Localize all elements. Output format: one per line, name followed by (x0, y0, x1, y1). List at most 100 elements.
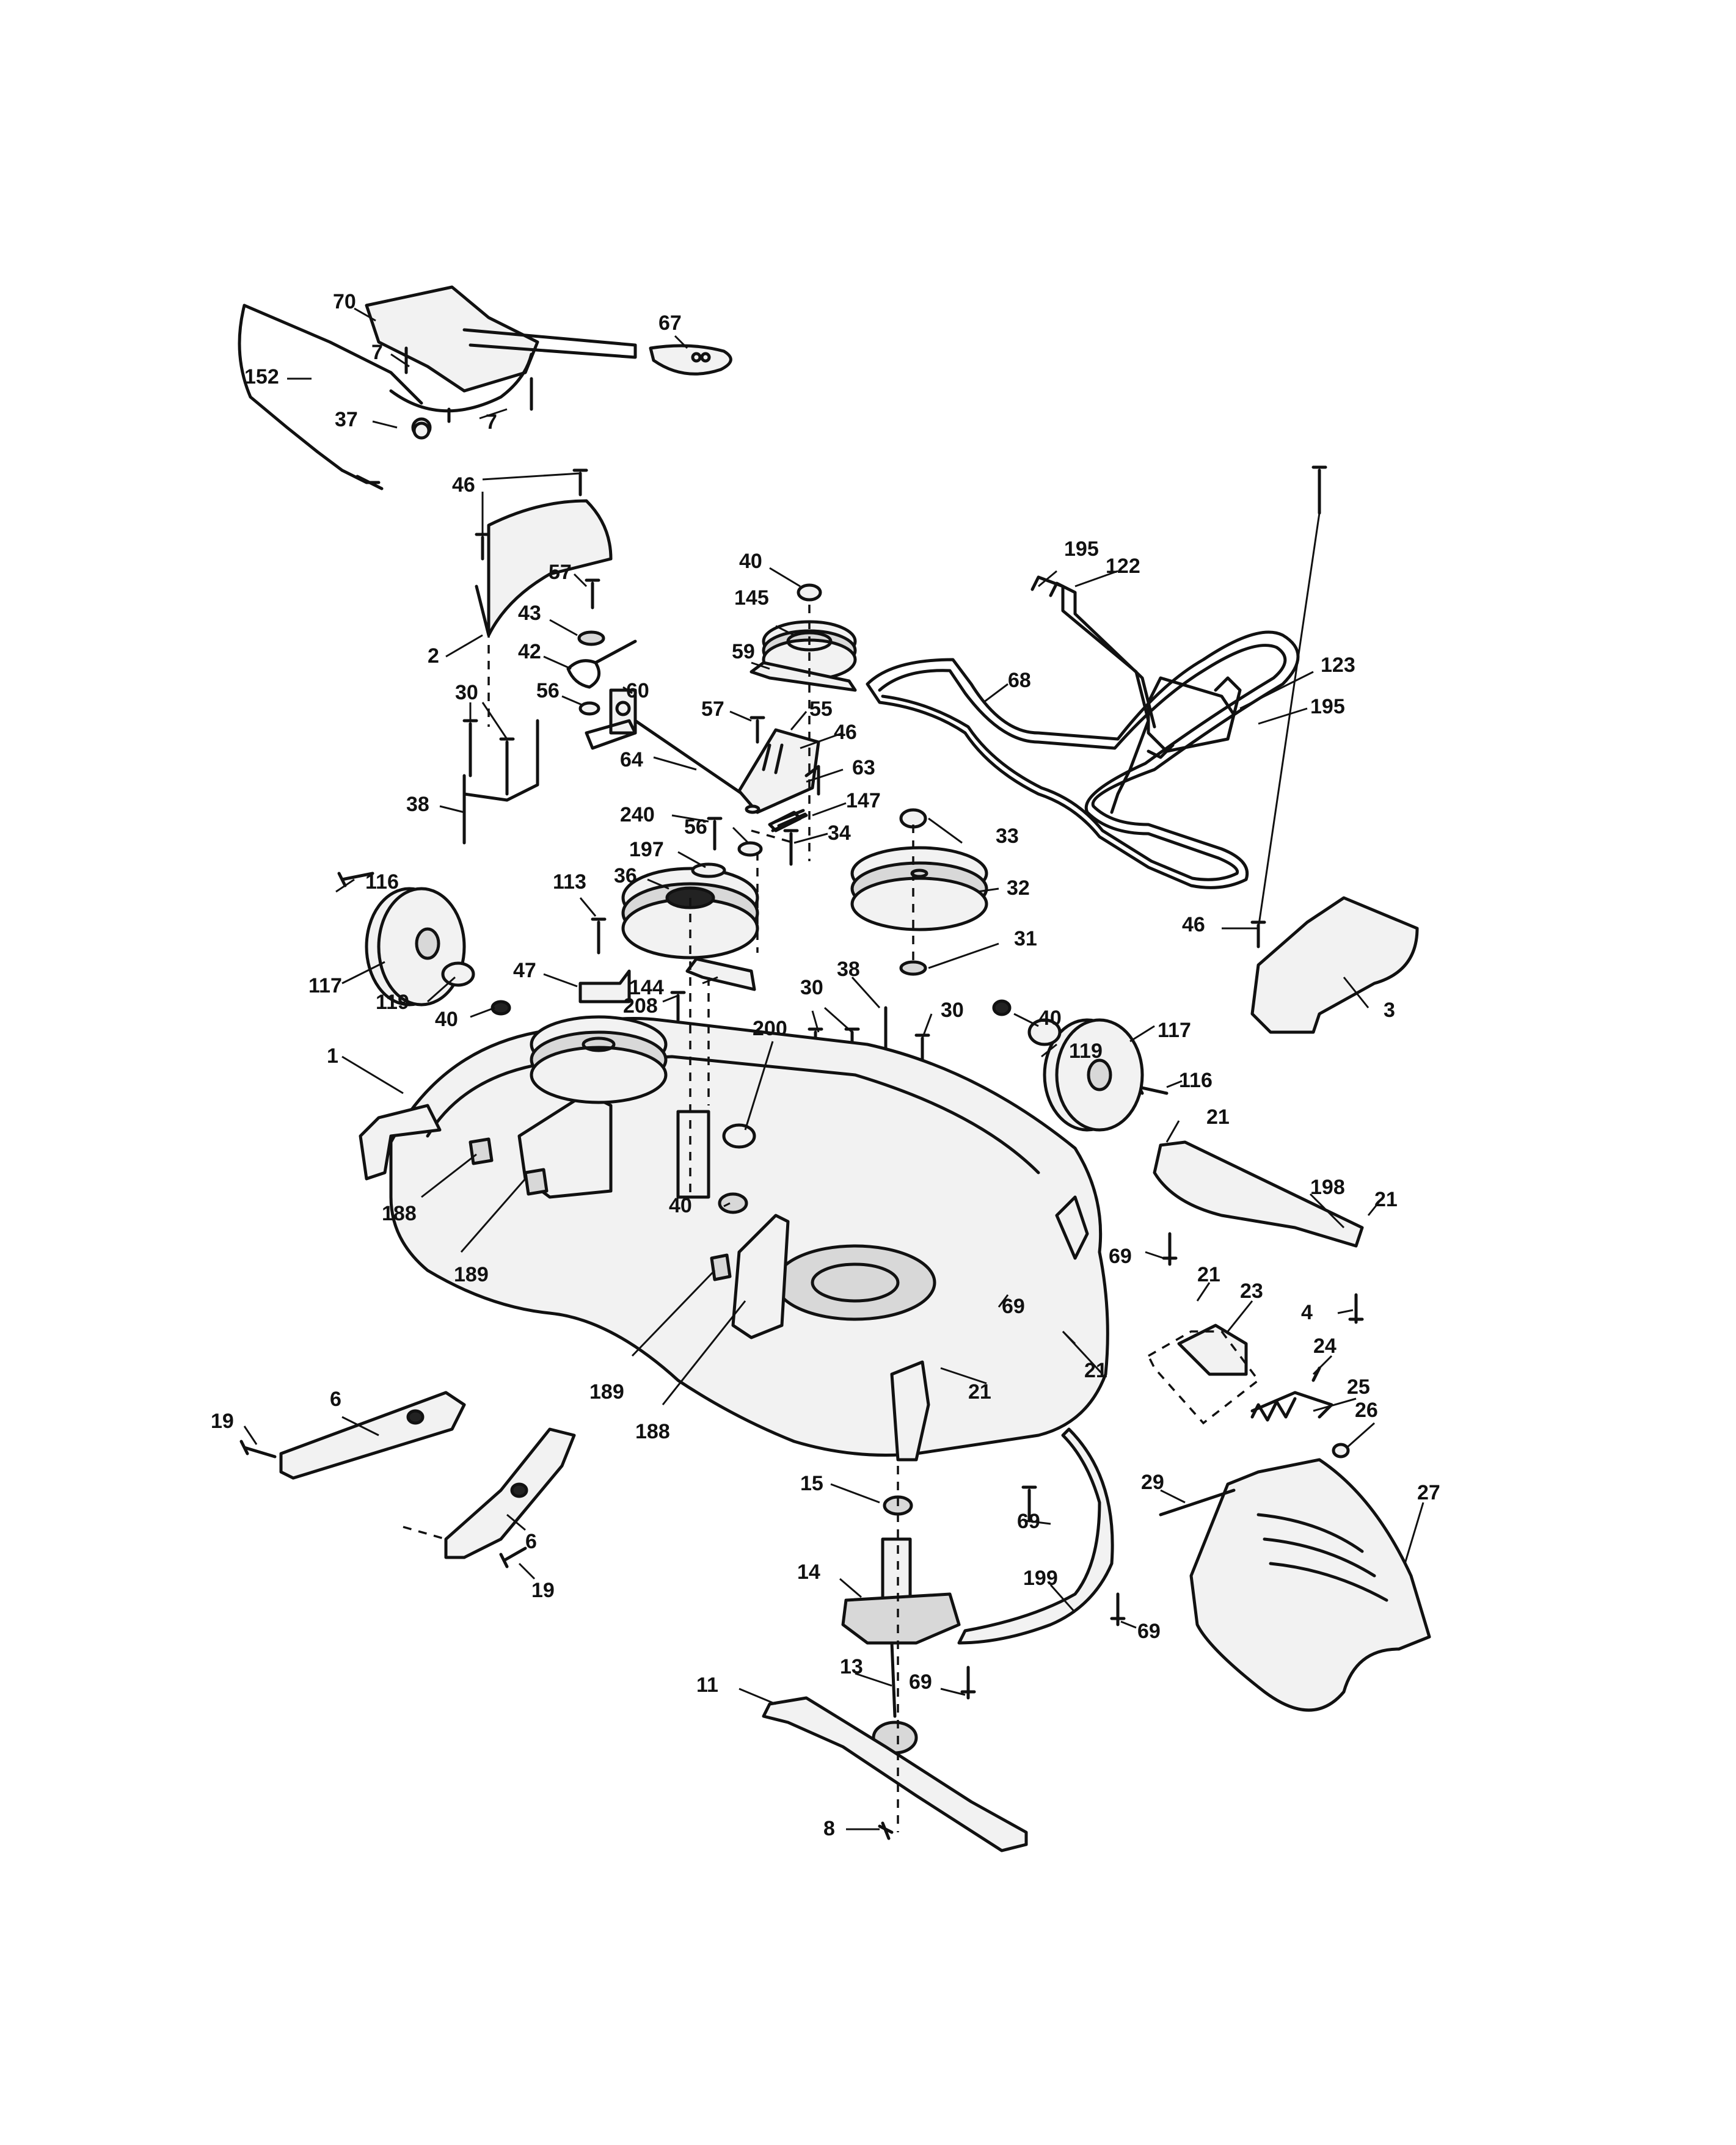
idler-arm-assembly (566, 630, 759, 814)
callout-37: 37 (335, 408, 358, 431)
callout-14: 14 (797, 1560, 820, 1584)
callout-36: 36 (614, 864, 637, 887)
parts-layer (238, 285, 1431, 1852)
callout-200: 200 (753, 1017, 787, 1040)
callout-21: 21 (968, 1380, 991, 1404)
callout-113: 113 (553, 870, 586, 894)
callout-43: 43 (518, 602, 541, 625)
blade-spindle (841, 1495, 961, 1755)
hanger-arm-right (444, 1427, 576, 1559)
callout-63: 63 (852, 756, 875, 779)
callout-188: 188 (635, 1420, 670, 1443)
mower-blade (762, 1696, 1028, 1852)
callout-69: 69 (1109, 1245, 1132, 1268)
callout-189: 189 (454, 1263, 489, 1286)
deck-pulley-left (530, 1015, 668, 1104)
discharge-chute (1189, 1458, 1431, 1712)
callout-13: 13 (840, 1655, 863, 1678)
callout-69: 69 (1002, 1295, 1025, 1318)
callout-21: 21 (1374, 1188, 1398, 1211)
callout-19: 19 (531, 1579, 555, 1602)
callout-47: 47 (513, 959, 536, 982)
callout-25: 25 (1347, 1375, 1370, 1399)
callout-198: 198 (1310, 1176, 1345, 1199)
callout-122: 122 (1106, 555, 1140, 578)
callout-240: 240 (620, 803, 655, 826)
bracket-47 (578, 969, 631, 1003)
handle-grip (649, 344, 732, 376)
callout-3: 3 (1384, 999, 1395, 1022)
callout-69: 69 (1017, 1510, 1040, 1533)
callout-46: 46 (452, 473, 475, 497)
callout-21: 21 (1206, 1105, 1230, 1129)
callout-189: 189 (589, 1380, 624, 1404)
chute-pin (1159, 1488, 1236, 1517)
gauge-wheel-left (365, 887, 511, 1016)
callout-19: 19 (211, 1410, 234, 1433)
callout-147: 147 (846, 789, 881, 812)
callout-188: 188 (382, 1202, 417, 1225)
callout-30: 30 (941, 999, 964, 1022)
callout-40: 40 (669, 1194, 692, 1217)
deflector-199 (957, 1427, 1114, 1645)
callout-69: 69 (909, 1670, 932, 1694)
center-pulley (621, 862, 759, 991)
belt-guard-left (475, 499, 613, 637)
callout-64: 64 (620, 748, 643, 771)
callout-197: 197 (629, 838, 664, 861)
callout-26: 26 (1355, 1399, 1378, 1422)
callout-69: 69 (1137, 1620, 1161, 1643)
baffle-198 (1153, 1140, 1364, 1248)
idler-bracket (737, 728, 820, 857)
callout-56: 56 (536, 679, 560, 702)
callout-56: 56 (684, 815, 707, 839)
callout-119: 119 (376, 991, 409, 1014)
callout-30: 30 (800, 976, 823, 999)
callout-57: 57 (549, 561, 572, 584)
callout-24: 24 (1313, 1335, 1337, 1358)
callout-117: 117 (1158, 1019, 1191, 1042)
hanger-arm-left (279, 1391, 466, 1480)
callout-8: 8 (823, 1817, 835, 1840)
callout-195: 195 (1310, 695, 1345, 718)
assembly-centerlines (403, 605, 914, 1832)
callout-57: 57 (701, 697, 724, 721)
callout-67: 67 (658, 311, 682, 335)
right-pulley (850, 808, 988, 976)
callout-32: 32 (1007, 876, 1030, 900)
callout-15: 15 (800, 1472, 823, 1495)
callout-30: 30 (455, 681, 478, 704)
callout-6: 6 (330, 1388, 341, 1411)
callout-27: 27 (1417, 1481, 1440, 1504)
callout-33: 33 (996, 825, 1019, 848)
callout-labels: 70 67 7 152 37 7 46 57 43 42 2 56 60 40 … (211, 290, 1440, 1840)
callout-116: 116 (1179, 1069, 1213, 1092)
callout-40: 40 (1038, 1007, 1062, 1030)
callout-116: 116 (365, 870, 399, 894)
callout-208: 208 (623, 994, 658, 1018)
callout-60: 60 (626, 679, 649, 702)
callout-145: 145 (734, 586, 769, 610)
callout-4: 4 (1301, 1301, 1313, 1324)
lift-handle-assembly (238, 285, 637, 490)
callout-119: 119 (1069, 1040, 1103, 1063)
chute-hinge (1147, 1324, 1350, 1459)
callout-21: 21 (1084, 1359, 1107, 1382)
callout-38: 38 (837, 958, 860, 981)
callout-46: 46 (834, 721, 857, 744)
gauge-wheel-right (992, 999, 1144, 1132)
leader-lines (243, 307, 1424, 1830)
spacer-stack (718, 1123, 756, 1214)
callout-144: 144 (629, 976, 664, 999)
callout-21: 21 (1197, 1263, 1220, 1286)
callout-29: 29 (1141, 1471, 1164, 1494)
callout-23: 23 (1240, 1280, 1263, 1303)
callout-46: 46 (1182, 913, 1205, 936)
callout-6: 6 (525, 1530, 537, 1553)
callout-2: 2 (428, 644, 439, 668)
belt-guard-right (1250, 896, 1419, 1034)
callout-70: 70 (333, 290, 356, 313)
callout-117: 117 (308, 974, 342, 997)
callout-11: 11 (696, 1673, 718, 1697)
